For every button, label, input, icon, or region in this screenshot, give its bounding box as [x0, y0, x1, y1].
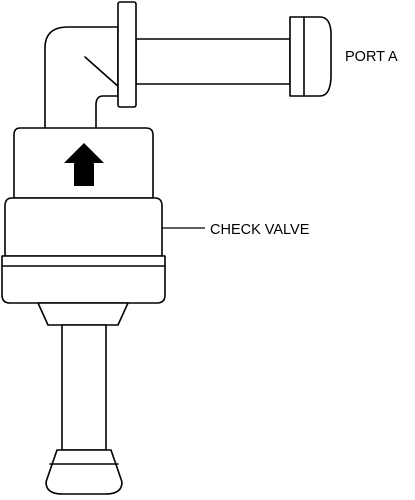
- check-valve-label: CHECK VALVE: [210, 222, 310, 238]
- elbow-inner-line: [84, 56, 121, 89]
- elbow-body: [44, 26, 119, 131]
- lower-nipple: [37, 302, 129, 495]
- elbow-fitting: [44, 26, 121, 131]
- port-a-label: PORT A: [345, 49, 398, 65]
- lower-neck: [37, 302, 129, 326]
- port-a-barb: [289, 16, 332, 97]
- flange-plate: [117, 1, 137, 108]
- valve-bottom-ring: [1, 255, 166, 304]
- port-a-tube: [135, 38, 291, 85]
- lower-barb: [45, 449, 123, 495]
- port-a-nipple: [135, 16, 332, 97]
- flow-arrow-icon: [64, 143, 104, 186]
- valve-middle-body: [4, 197, 163, 257]
- lower-tube: [61, 324, 107, 451]
